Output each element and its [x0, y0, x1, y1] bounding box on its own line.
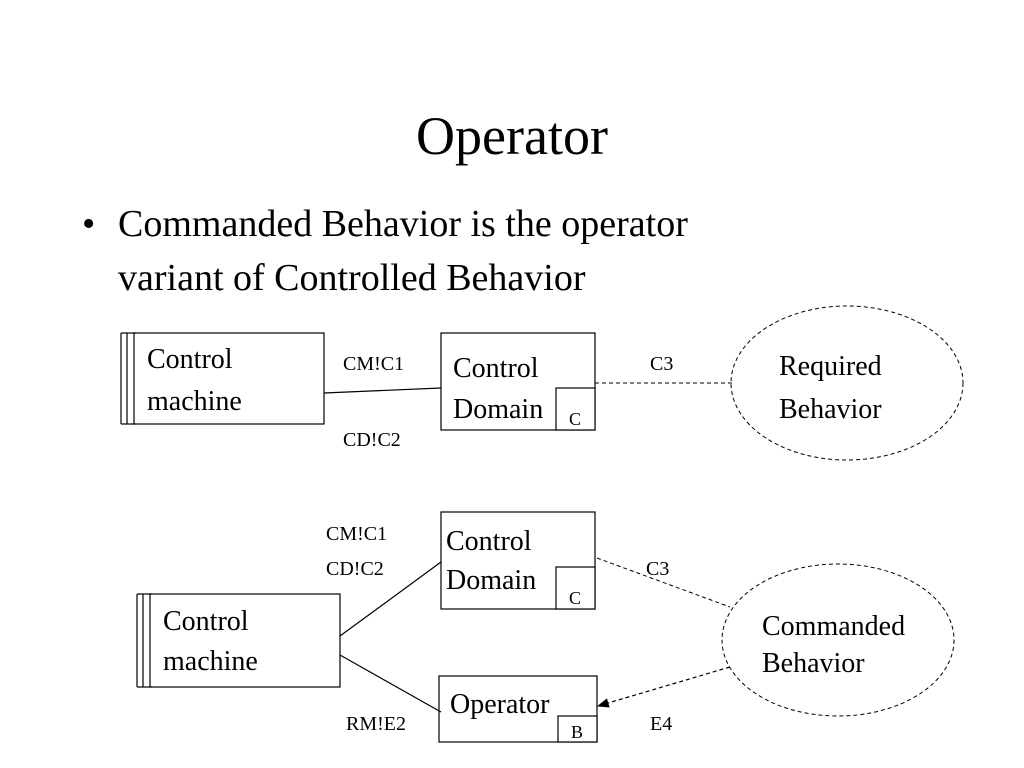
- bullet-text-line-1: Commanded Behavior is the operator: [118, 203, 688, 245]
- bottom-machine-operator-link: [339, 654, 442, 713]
- bottom-machine-label-2: machine: [163, 646, 258, 677]
- top-iface-cd: CD!C2: [343, 429, 401, 451]
- top-control-domain: Control Domain C: [440, 332, 596, 431]
- top-domain-type-marker: C: [569, 409, 581, 429]
- bottom-domain-label-2: Domain: [446, 565, 536, 596]
- bottom-control-domain: Control Domain C: [440, 511, 596, 610]
- bottom-diagram: Control machine CM!C1 CD!C2 RM!E2 Contro…: [136, 511, 955, 743]
- bottom-iface-req-domain: C3: [646, 558, 669, 580]
- bullet-text-line-2: variant of Controlled Behavior: [118, 257, 586, 299]
- bottom-machine-label-1: Control: [163, 606, 249, 637]
- bottom-operator-label: Operator: [450, 689, 550, 720]
- top-domain-label-2: Domain: [453, 394, 543, 425]
- top-iface-cm: CM!C1: [343, 353, 404, 375]
- top-control-machine: Control machine: [120, 332, 325, 425]
- bottom-domain-label-1: Control: [446, 526, 532, 557]
- top-machine-domain-link: [323, 387, 442, 394]
- bottom-operator-domain: Operator B: [438, 675, 598, 743]
- bottom-requirement-label-2: Behavior: [762, 648, 865, 679]
- bullet-dot: •: [82, 203, 96, 245]
- top-machine-label-1: Control: [147, 344, 233, 375]
- bottom-requirement-operator-arrow: [596, 666, 731, 708]
- top-domain-label-1: Control: [453, 353, 539, 384]
- top-requirement-label-1: Required: [779, 351, 882, 382]
- bottom-iface-rm: RM!E2: [346, 713, 406, 735]
- bottom-iface-cm: CM!C1: [326, 523, 387, 545]
- top-iface-req: C3: [650, 353, 673, 375]
- bottom-control-machine: Control machine: [136, 593, 341, 688]
- bottom-domain-requirement-link: [596, 557, 731, 608]
- top-requirement: Required Behavior: [730, 305, 964, 461]
- slide-title: Operator: [416, 106, 608, 166]
- bottom-domain-type-marker: C: [569, 588, 581, 608]
- bottom-iface-req-operator: E4: [650, 713, 672, 735]
- bottom-operator-type-marker: B: [571, 722, 583, 742]
- bottom-machine-domain-link: [339, 561, 442, 637]
- top-machine-label-2: machine: [147, 386, 242, 417]
- bottom-requirement: Commanded Behavior: [721, 563, 955, 717]
- top-requirement-label-2: Behavior: [779, 394, 882, 425]
- bottom-requirement-label-1: Commanded: [762, 611, 905, 642]
- top-diagram: Control machine CM!C1 CD!C2 Control Doma…: [120, 305, 964, 461]
- bottom-iface-cd: CD!C2: [326, 558, 384, 580]
